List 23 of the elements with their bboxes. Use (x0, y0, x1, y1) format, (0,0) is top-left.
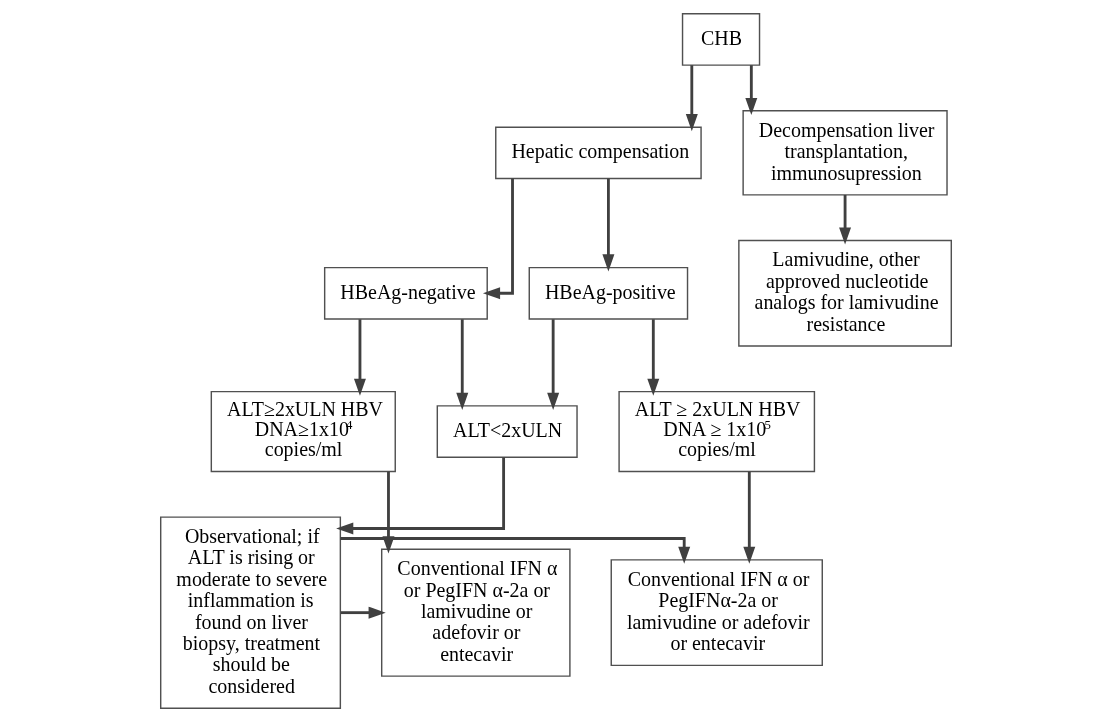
arrow (353, 319, 366, 396)
arrow (482, 178, 514, 300)
node-box: Conventional IFN α or PegIFNα-2a or lamivudine or adefovir or entecavir (610, 559, 823, 667)
node-box: Decompensation liver transplantation, immunosupression (741, 110, 948, 196)
arrow (335, 457, 505, 535)
arrow (546, 319, 559, 410)
node-box: HBeAg-negative (323, 266, 488, 320)
arrow (838, 194, 851, 245)
arrow (685, 65, 698, 132)
node-box: Hepatic compensation (494, 126, 702, 180)
arrow (742, 471, 755, 564)
node-box: ALT<2xULN (436, 405, 578, 458)
node-box: Lamivudine, other approved nucleotide analogs for lamivudine resistance (737, 239, 952, 347)
arrow (601, 178, 614, 272)
node-box: ALT ≥ 2xULN HBV DNA ≥ 1x10$^{5}$ copies/ml (617, 390, 815, 473)
arrow (646, 319, 659, 396)
arrow (455, 319, 468, 410)
node-box: HBeAg-positive (528, 266, 688, 320)
arrow (744, 65, 757, 116)
node-box: Conventional IFN α or PegIFN α-2a or lamivudine or adefovir or entecavir (380, 548, 571, 677)
arrow (340, 606, 386, 619)
node-box: CHB (681, 13, 760, 66)
node-box: Observational; if ALT is rising or moderate to severe inflammation is found on liver biopsy, treatment should be considered (159, 516, 341, 709)
